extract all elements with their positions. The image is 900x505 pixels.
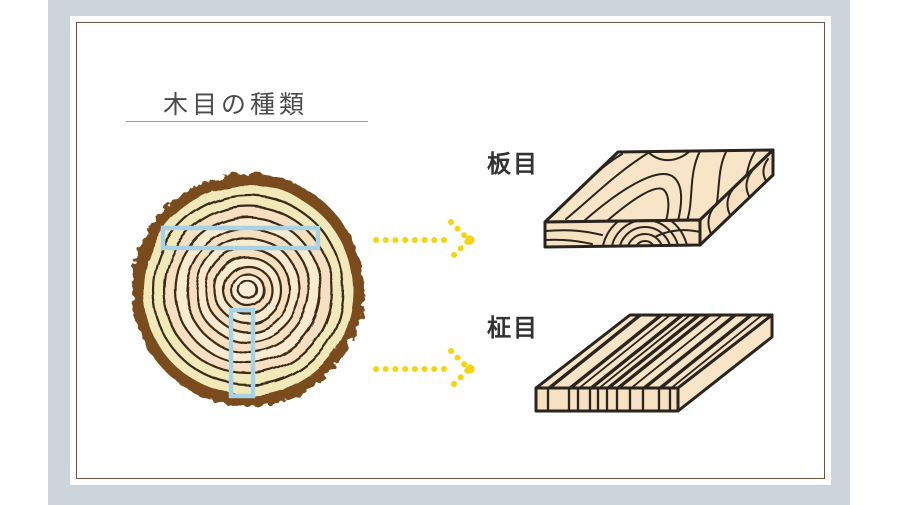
label-masame: 柾目 (487, 315, 539, 342)
log-cross-section-icon (132, 174, 364, 406)
itame-arrow-icon (373, 219, 475, 261)
title-underline (126, 121, 368, 122)
page-title: 木目の種類 (163, 91, 309, 119)
label-itame: 板目 (487, 151, 539, 178)
growth-rings (143, 185, 353, 395)
bark (132, 174, 364, 406)
itame-plank-illustration (543, 148, 775, 249)
masame-plank-illustration (534, 313, 774, 413)
masame-arrow-icon (373, 348, 475, 390)
radial-cut-highlight (228, 307, 256, 399)
tangential-cut-highlight (160, 225, 321, 251)
